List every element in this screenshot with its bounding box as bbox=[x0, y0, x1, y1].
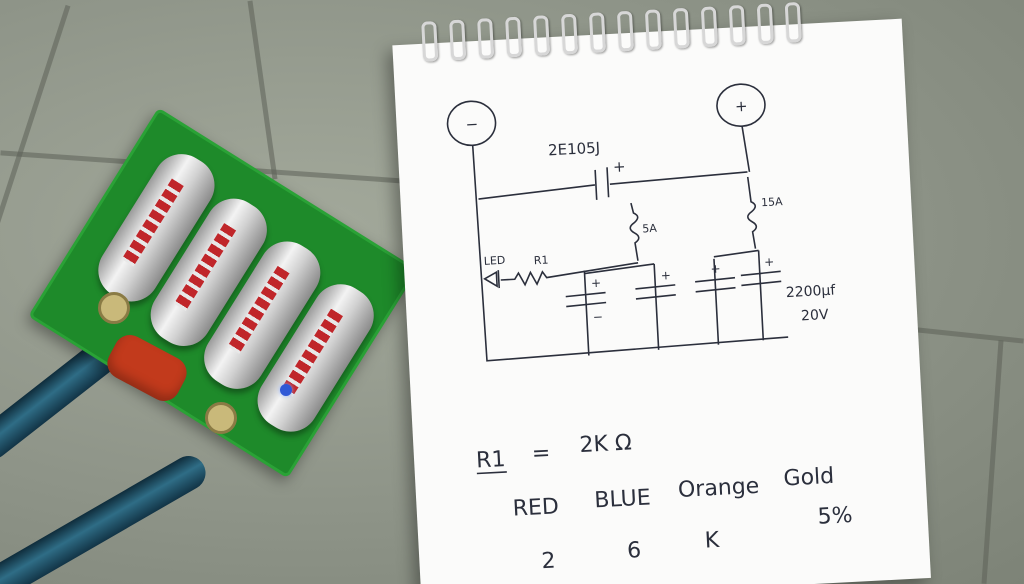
grout-line bbox=[0, 4, 71, 226]
digit-2: 6 bbox=[626, 538, 641, 564]
grout-line bbox=[247, 0, 278, 180]
handwritten-schematic: − + 2E105J + 5A 15A LED R1 2200µf 20V + … bbox=[446, 83, 853, 575]
digit-1: 2 bbox=[541, 549, 556, 575]
terminal-lug bbox=[98, 292, 130, 324]
cap-bank-wire bbox=[584, 249, 759, 275]
capacitor-symbol bbox=[740, 270, 782, 287]
blue-cable bbox=[0, 449, 212, 584]
schematic-wire bbox=[741, 126, 751, 172]
film-cap-plus: + bbox=[613, 157, 627, 176]
note-r1: R1 bbox=[476, 447, 507, 473]
note-r1-value: 2K Ω bbox=[579, 430, 632, 458]
cap-rating-value: 2200µf bbox=[785, 282, 836, 301]
digit-3: K bbox=[704, 528, 720, 554]
notebook-page: − + 2E105J + 5A 15A LED R1 2200µf 20V + … bbox=[392, 1, 931, 584]
cap-plus-sign: + bbox=[660, 268, 671, 283]
capacitor-symbol bbox=[695, 276, 736, 293]
positive-terminal-label: + bbox=[735, 97, 749, 116]
cap-minus-sign: − bbox=[592, 310, 603, 325]
fuse-right-label: 15A bbox=[761, 195, 784, 209]
note-equals: = bbox=[531, 441, 551, 467]
film-cap-symbol bbox=[594, 167, 610, 200]
note-underline bbox=[476, 471, 507, 475]
resistor-label: R1 bbox=[533, 253, 548, 267]
grout-line bbox=[981, 340, 1004, 584]
color-band-2: BLUE bbox=[594, 485, 651, 513]
fuse-right-symbol bbox=[746, 176, 758, 249]
negative-terminal-symbol bbox=[446, 100, 497, 147]
terminal-lug bbox=[205, 402, 237, 434]
schematic-wire bbox=[471, 145, 789, 362]
capacitor-symbol bbox=[565, 291, 607, 308]
color-band-3: Orange bbox=[677, 474, 759, 503]
resistor-symbol bbox=[500, 261, 639, 287]
fuse-left-label: 5A bbox=[642, 222, 658, 236]
cap-plus-sign: + bbox=[591, 276, 602, 291]
negative-terminal-label: − bbox=[465, 115, 479, 134]
cap-plus-sign: + bbox=[764, 255, 775, 270]
capacitor-symbol bbox=[635, 284, 676, 300]
color-band-1: RED bbox=[512, 494, 559, 521]
fuse-left-symbol bbox=[629, 202, 640, 261]
cap-rating-voltage: 20V bbox=[801, 307, 830, 324]
tolerance-label: 5% bbox=[817, 503, 853, 530]
cap-plus-sign: + bbox=[710, 261, 721, 276]
led-component bbox=[280, 384, 292, 396]
led-label: LED bbox=[483, 254, 505, 268]
film-cap-label: 2E105J bbox=[548, 139, 601, 160]
cap-bank-wire bbox=[583, 250, 765, 356]
color-band-4: Gold bbox=[783, 464, 835, 492]
schematic-wire bbox=[478, 171, 748, 200]
led-symbol bbox=[483, 270, 500, 289]
